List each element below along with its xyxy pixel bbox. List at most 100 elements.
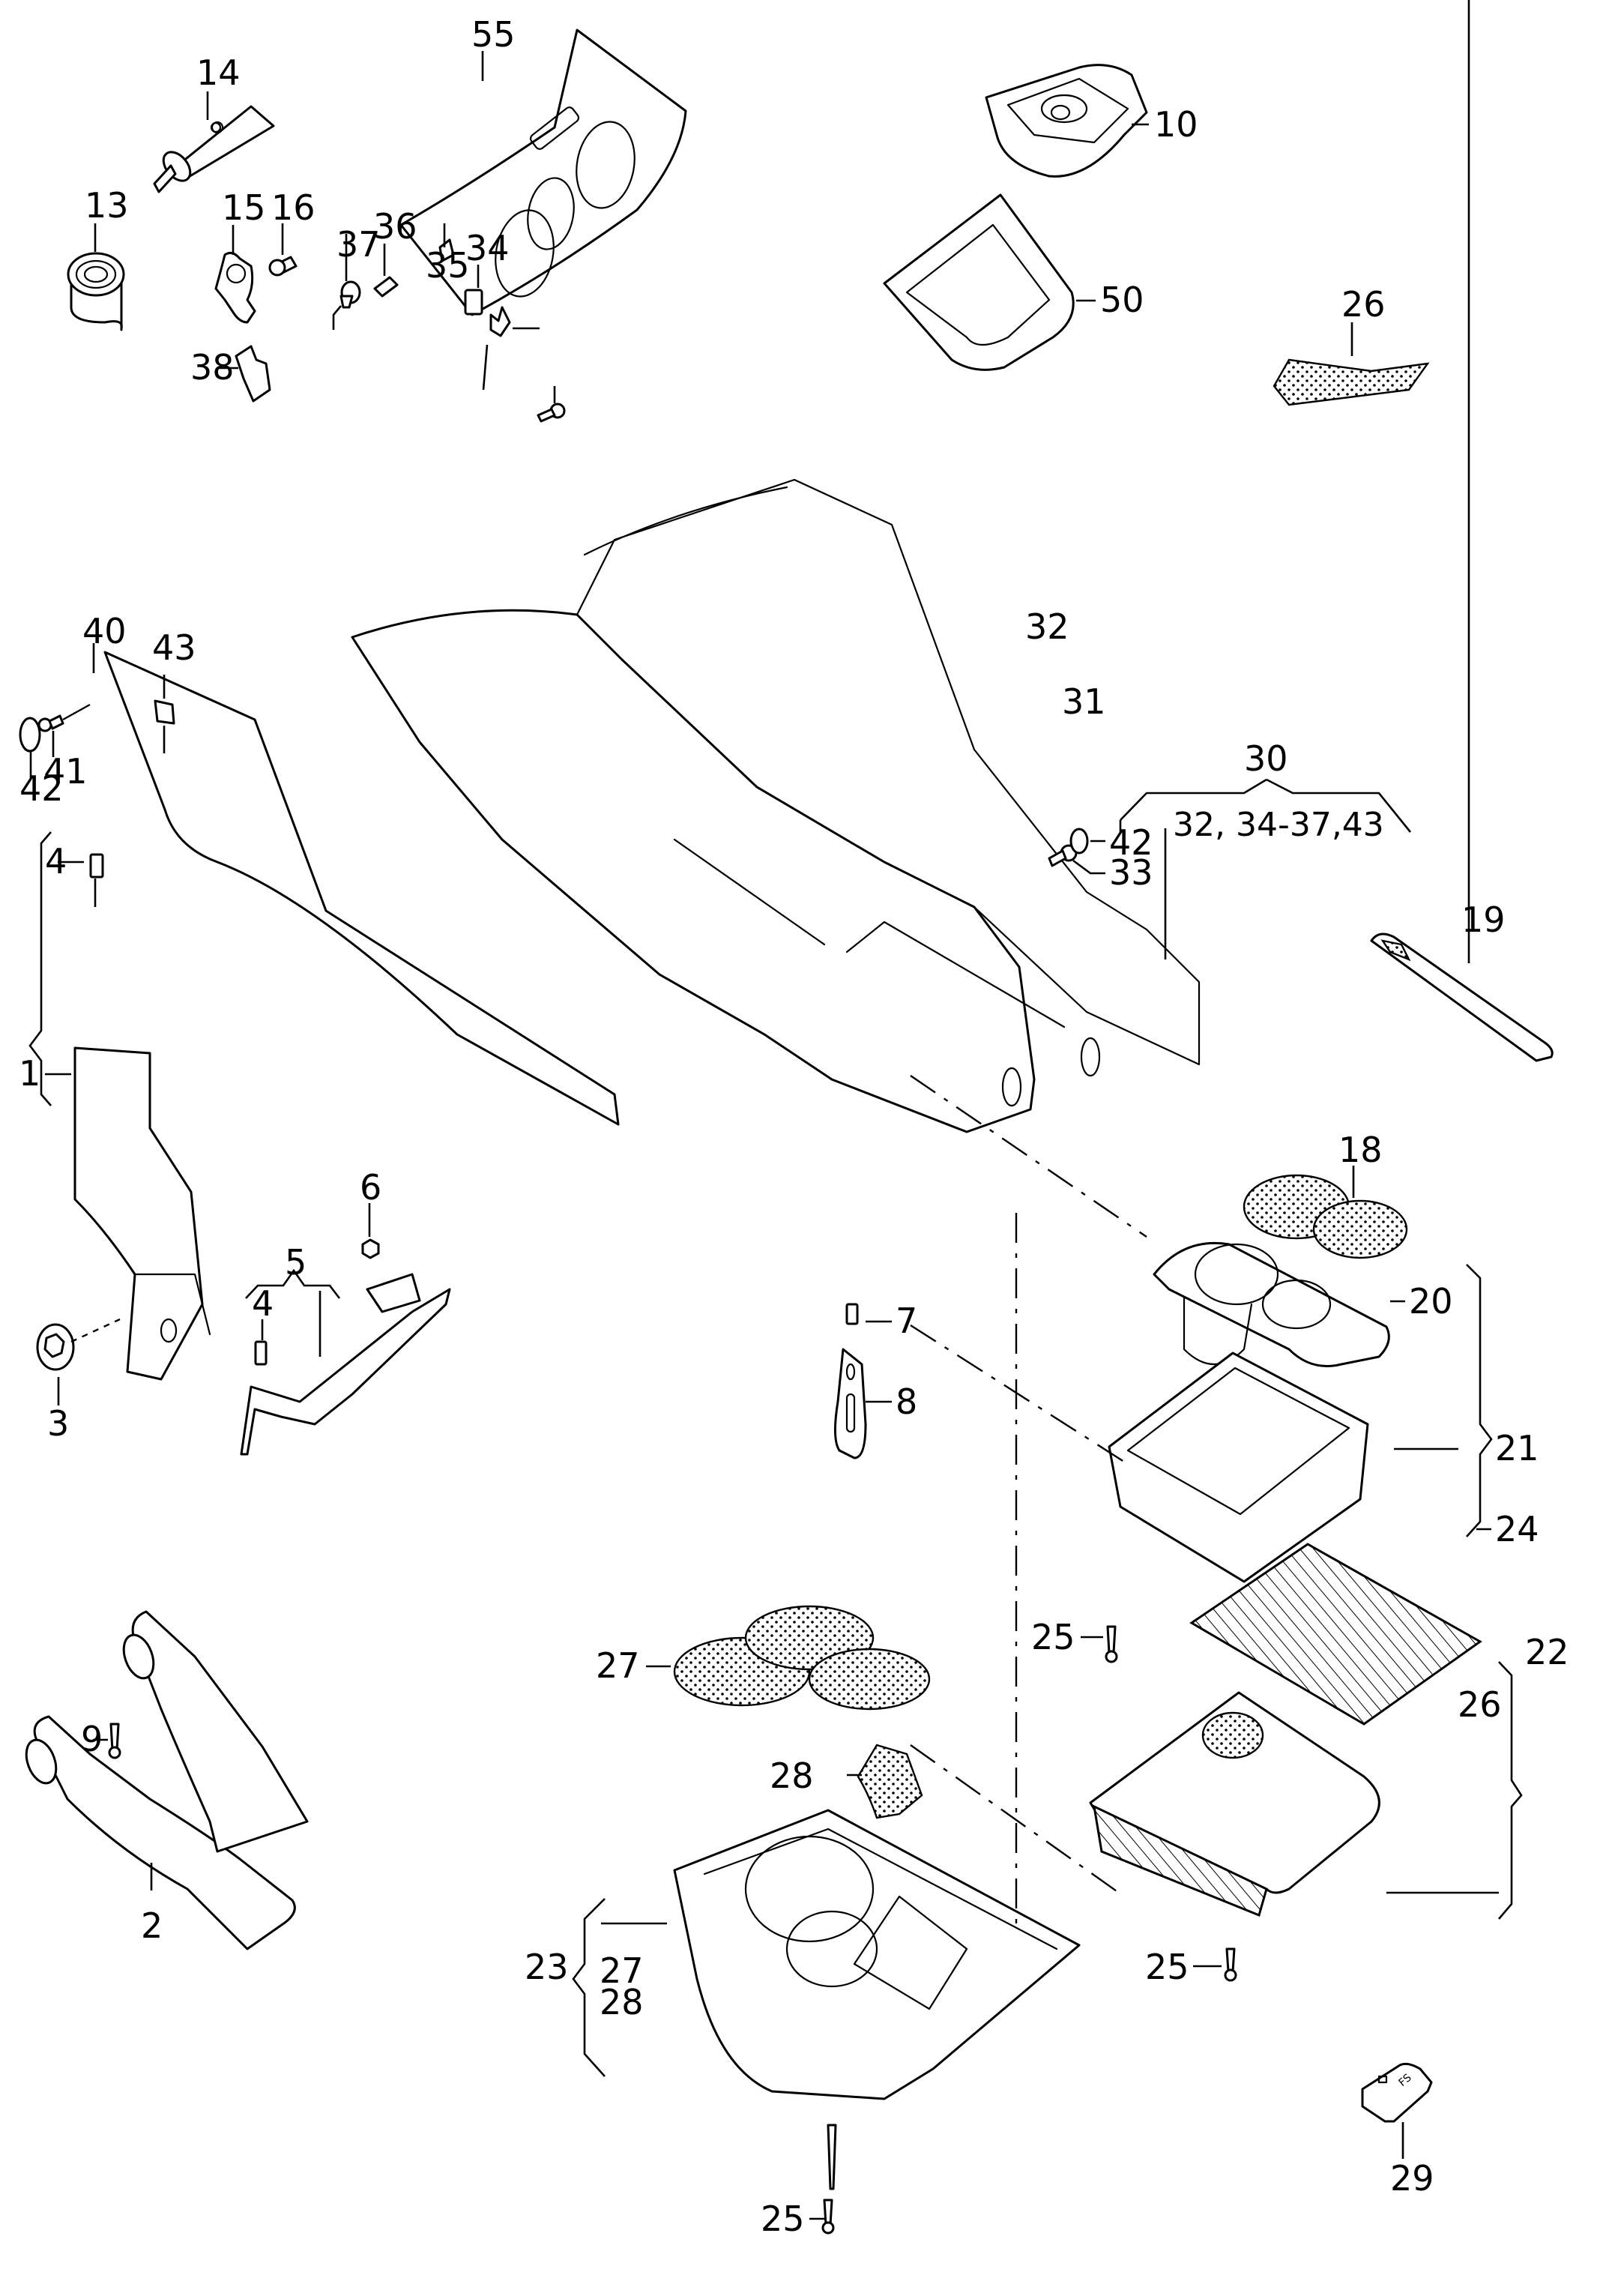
part-21-storage-tray [1108, 1352, 1369, 1583]
part-2-air-duct [25, 1610, 309, 1950]
bracket-30-right [1266, 778, 1412, 833]
part-55-trim-panel [399, 28, 687, 316]
callout-22: 22 [1525, 1632, 1569, 1672]
part-7-clip [845, 1303, 859, 1325]
callout-42-left: 42 [19, 768, 64, 809]
callout-8: 8 [896, 1381, 917, 1422]
callout-labels: 14 13 15 16 37 36 38 55 10 50 26 35 34 3… [19, 14, 1569, 2239]
callout-1: 1 [19, 1053, 40, 1094]
part-6-nut [361, 1238, 380, 1259]
callout-7: 7 [896, 1301, 917, 1341]
callout-6: 6 [360, 1167, 381, 1208]
callout-24: 24 [1495, 1509, 1539, 1549]
brace-21 [1466, 1264, 1493, 1537]
part-30-center-console [351, 478, 1201, 1133]
callout-32: 32 [1025, 606, 1069, 647]
callout-38: 38 [190, 347, 235, 388]
part-5-crossmember [240, 1273, 451, 1456]
callout-25-b: 25 [1145, 1947, 1189, 1987]
callout-42-right: 42 [1109, 822, 1153, 863]
callout-30-includes: 32, 34-37,43 [1173, 806, 1384, 844]
callout-19: 19 [1461, 900, 1506, 940]
part-40-side-panel [103, 651, 620, 1126]
part-15-clip [214, 251, 256, 324]
callout-5: 5 [285, 1242, 307, 1283]
callout-10: 10 [1154, 104, 1198, 145]
part-41-screw [37, 703, 91, 732]
callout-33: 33 [1109, 852, 1153, 893]
bracket-30-left [1120, 778, 1267, 821]
callout-23-27: 27 [600, 1950, 644, 1991]
callout-21: 21 [1495, 1428, 1539, 1468]
callout-13: 13 [85, 185, 129, 226]
part-29-button: FS [1361, 2062, 1433, 2123]
part-13-tape-roll [67, 252, 125, 331]
part-20-cupholder-insert [1153, 1241, 1390, 1367]
part-42-cap-right [1069, 828, 1089, 855]
part-4-clip-b [254, 1340, 268, 1366]
callout-43: 43 [152, 627, 196, 668]
vw-logo-icon [210, 121, 222, 133]
part-22-armrest-box [1089, 1691, 1380, 1917]
part-50-shifter-surround [883, 193, 1075, 371]
brace-23 [572, 1898, 606, 2077]
callout-23-28: 28 [600, 1982, 644, 2022]
callout-16: 16 [271, 187, 316, 228]
leader-33 [1072, 859, 1105, 875]
part-27-mat [673, 1605, 931, 1711]
part-1-support-bracket [73, 1046, 211, 1381]
part-19-strip [1370, 932, 1554, 1062]
part-23-cupholder-base [673, 1809, 1081, 2190]
alignment-line-2 [910, 1324, 1125, 1463]
callout-37: 37 [336, 224, 381, 265]
callout-4-lower: 4 [252, 1283, 274, 1324]
part-25-screw-b [1224, 1947, 1237, 1982]
callout-9: 9 [81, 1719, 103, 1759]
brace-22 [1498, 1661, 1523, 1920]
brace-1 [28, 831, 52, 1106]
callout-3: 3 [47, 1403, 69, 1444]
part-32-clip [489, 306, 511, 337]
part-43-clip [154, 699, 175, 725]
part-18-cup-mat [1243, 1174, 1408, 1259]
callout-28: 28 [770, 1756, 814, 1796]
callout-20: 20 [1409, 1281, 1453, 1322]
part-24-lid [1189, 1543, 1482, 1726]
brace-5 [245, 1268, 341, 1299]
callout-2: 2 [141, 1905, 163, 1946]
callout-15: 15 [222, 187, 266, 228]
callout-25-c: 25 [761, 2199, 805, 2239]
callout-40: 40 [82, 611, 127, 651]
callout-18: 18 [1338, 1130, 1383, 1170]
callout-35: 35 [426, 245, 470, 286]
callout-36: 36 [373, 206, 417, 247]
leader-32b [482, 344, 489, 391]
callout-30: 30 [1244, 738, 1288, 779]
leader-37b [332, 305, 342, 330]
part-34-clip [464, 289, 483, 316]
alignment-line-1 [910, 1075, 1147, 1238]
part-10-shift-boot-tray [985, 64, 1148, 178]
part-9-screw [108, 1723, 121, 1759]
callout-29: 29 [1390, 2158, 1434, 2199]
callout-4-upper: 4 [45, 841, 67, 882]
part-25-screw-a [1105, 1625, 1118, 1663]
part-4-clip-a [89, 853, 104, 879]
part-42-cap-left [19, 717, 41, 753]
callout-50: 50 [1100, 280, 1144, 320]
part-14-adhesive-tube [153, 105, 275, 193]
part-16-rivet [268, 256, 298, 277]
part-25-screw-c [821, 2199, 835, 2235]
part-38-bracket [235, 345, 271, 403]
part-35-clip [438, 238, 455, 262]
callout-23: 23 [525, 1947, 569, 1987]
part-31-screw [537, 403, 566, 423]
alignment-line-3 [910, 1744, 1125, 1897]
callout-14: 14 [196, 52, 241, 93]
callout-25-a: 25 [1031, 1617, 1075, 1657]
callout-41: 41 [43, 751, 88, 792]
part-8-bracket [833, 1348, 867, 1459]
callout-31: 31 [1062, 681, 1106, 722]
part-3-nut [36, 1323, 75, 1371]
